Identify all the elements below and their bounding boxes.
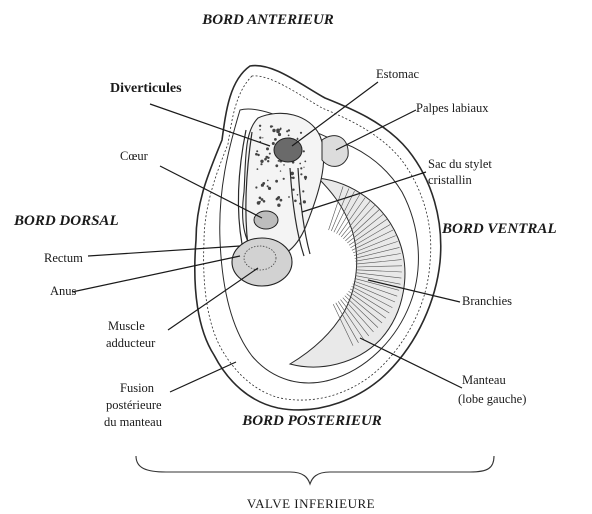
- caption-brace: [136, 456, 494, 484]
- diverticula-speckle: [272, 129, 275, 132]
- pointer-diverticules: [150, 104, 270, 146]
- diverticula-speckle: [297, 194, 299, 196]
- diverticula-speckle: [278, 133, 281, 136]
- diverticula-speckle: [259, 201, 261, 203]
- diverticula-speckle: [286, 130, 288, 132]
- diverticula-speckle: [280, 170, 281, 171]
- diverticula-speckle: [275, 164, 278, 167]
- diverticula-speckle: [262, 137, 263, 138]
- diverticula-speckle: [259, 137, 261, 139]
- label-bord-anterieur: BORD ANTERIEUR: [201, 12, 334, 28]
- label-fusion-1: Fusion: [120, 381, 155, 395]
- pointer-muscle: [168, 268, 258, 330]
- diverticula-speckle: [274, 138, 277, 141]
- diverticula-speckle: [303, 200, 306, 203]
- diverticula-speckle: [305, 179, 307, 181]
- label-sac-2: cristallin: [428, 173, 472, 187]
- diverticula-speckle: [302, 190, 304, 192]
- diverticula-speckle: [266, 147, 269, 150]
- diverticula-speckle: [261, 184, 264, 187]
- label-coeur: Cœur: [120, 149, 149, 163]
- diverticula-speckle: [277, 204, 280, 207]
- label-bord-ventral: BORD VENTRAL: [441, 221, 557, 237]
- pointer-anus: [72, 256, 240, 292]
- diverticula-speckle: [283, 178, 285, 180]
- label-anus: Anus: [50, 284, 77, 298]
- diverticula-speckle: [276, 198, 279, 201]
- diverticula-speckle: [276, 129, 280, 133]
- adductor-muscle: [232, 238, 292, 286]
- label-muscle-2: adducteur: [106, 336, 156, 350]
- diverticula-speckle: [275, 180, 278, 183]
- diverticula-speckle: [263, 200, 266, 203]
- diverticula-speckle: [292, 189, 294, 191]
- diverticula-speckle: [255, 153, 258, 156]
- label-fusion-2: postérieure: [106, 398, 162, 412]
- diverticula-speckle: [259, 197, 262, 200]
- diverticula-speckle: [300, 132, 302, 134]
- diverticula-speckle: [303, 150, 305, 152]
- diverticula-speckle: [255, 186, 257, 188]
- heart: [254, 211, 278, 229]
- diverticula-speckle: [297, 138, 299, 140]
- label-estomac: Estomac: [376, 67, 419, 81]
- diverticula-speckle: [269, 153, 271, 155]
- label-manteau-2: (lobe gauche): [458, 392, 526, 406]
- diverticula-speckle: [304, 161, 306, 163]
- diverticula-speckle: [268, 187, 271, 190]
- diverticula-speckle: [278, 160, 280, 162]
- diverticula-speckle: [303, 167, 304, 168]
- diverticula-speckle: [272, 142, 275, 145]
- label-diverticules: Diverticules: [110, 81, 182, 96]
- diverticula-speckle: [259, 125, 261, 127]
- diverticula-speckle: [261, 198, 264, 201]
- label-fusion-3: du manteau: [104, 415, 163, 429]
- label-rectum: Rectum: [44, 251, 83, 265]
- diverticula-speckle: [256, 150, 258, 152]
- diverticula-speckle: [257, 154, 259, 156]
- label-bord-dorsal: BORD DORSAL: [13, 213, 119, 229]
- visceral-mass: [243, 113, 324, 257]
- label-manteau-1: Manteau: [462, 373, 506, 387]
- pointer-rectum: [88, 246, 240, 256]
- diverticula-speckle: [294, 200, 297, 203]
- label-valve-inferieure: VALVE INFERIEURE: [247, 496, 375, 511]
- diverticula-speckle: [288, 196, 290, 198]
- diverticula-speckle: [300, 167, 302, 169]
- label-bord-posterieur: BORD POSTERIEUR: [241, 413, 382, 429]
- diverticula-speckle: [280, 199, 283, 202]
- diverticula-speckle: [267, 156, 268, 157]
- diverticula-speckle: [260, 163, 262, 165]
- label-branchies: Branchies: [462, 294, 512, 308]
- pointer-manteau: [360, 338, 462, 388]
- label-muscle-1: Muscle: [108, 319, 145, 333]
- diverticula-speckle: [259, 129, 261, 131]
- pointer-fusion: [170, 362, 236, 392]
- labial-palps: [322, 136, 348, 167]
- diverticula-speckle: [272, 126, 273, 127]
- diverticula-speckle: [283, 164, 285, 166]
- diverticula-speckle: [300, 173, 302, 175]
- diverticula-speckle: [257, 168, 259, 170]
- label-palpes: Palpes labiaux: [416, 101, 489, 115]
- diverticula-speckle: [267, 180, 269, 182]
- diverticula-speckle: [267, 185, 269, 187]
- diverticula-speckle: [260, 160, 263, 163]
- pointer-palpes: [336, 110, 416, 150]
- diverticula-speckle: [267, 160, 269, 162]
- diverticula-speckle: [299, 163, 301, 165]
- label-sac-1: Sac du stylet: [428, 157, 492, 171]
- diverticula-speckle: [288, 135, 290, 137]
- oyster-drawing: [195, 66, 441, 410]
